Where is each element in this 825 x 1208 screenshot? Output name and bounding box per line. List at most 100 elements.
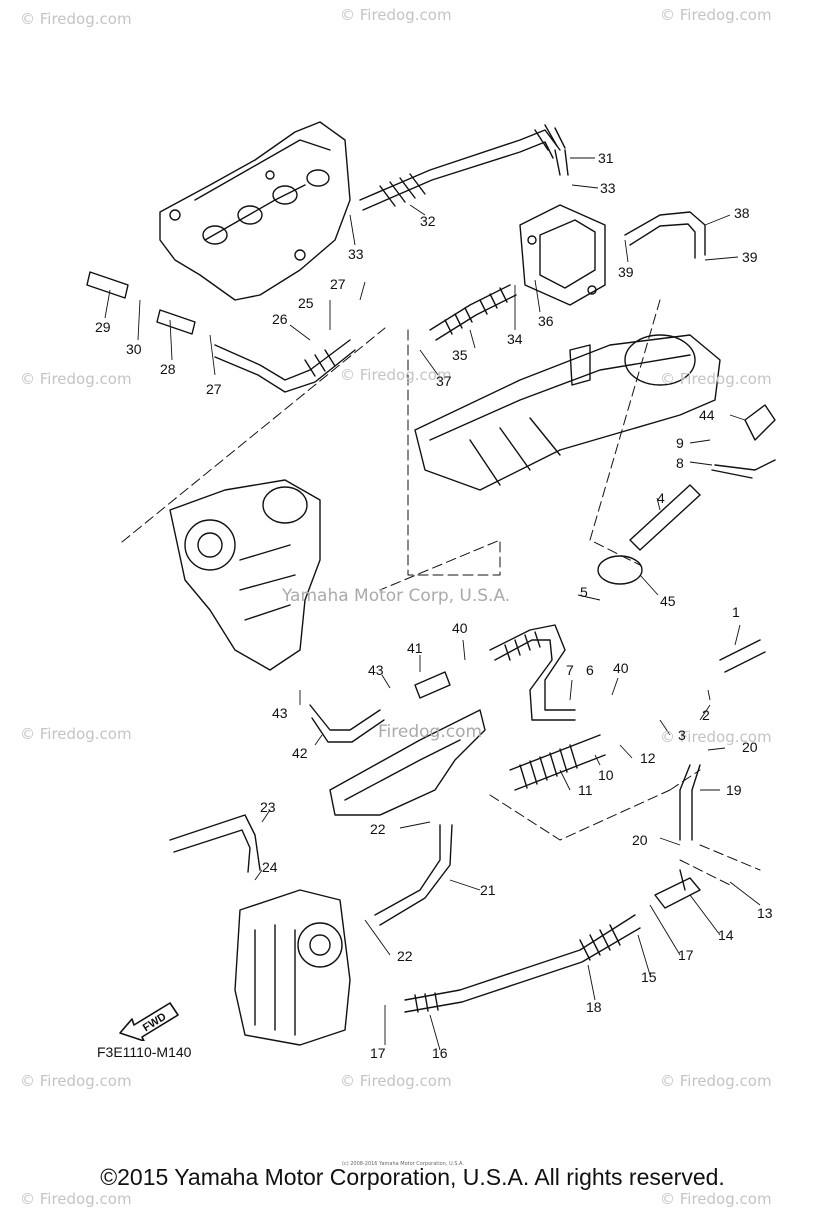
callout-40: 40	[613, 660, 629, 676]
watermark: © Firedog.com	[20, 370, 132, 388]
callout-1: 1	[732, 604, 740, 620]
callout-32: 32	[420, 213, 436, 229]
callout-4: 4	[657, 490, 665, 506]
callout-39: 39	[618, 264, 634, 280]
callout-25: 25	[298, 295, 314, 311]
callout-37: 37	[436, 373, 452, 389]
callout-8: 8	[676, 455, 684, 471]
watermark: © Firedog.com	[340, 366, 452, 384]
fitting-28	[156, 309, 196, 335]
fwd-arrow-icon: FWD	[119, 1002, 179, 1041]
part-4	[629, 484, 701, 551]
watermark: © Firedog.com	[660, 1190, 772, 1208]
callout-14: 14	[718, 927, 734, 943]
callout-44: 44	[699, 407, 715, 423]
callout-10: 10	[598, 767, 614, 783]
watermark: © Firedog.com	[20, 1190, 132, 1208]
leader-lines	[104, 157, 761, 1051]
watermark: © Firedog.com	[340, 1072, 452, 1090]
callout-2: 2	[702, 707, 710, 723]
callout-31: 31	[598, 150, 614, 166]
hose-19	[679, 764, 701, 841]
bracket-36	[519, 204, 606, 306]
callout-9: 9	[676, 435, 684, 451]
callout-22: 22	[397, 948, 413, 964]
hose-1	[719, 639, 766, 673]
callout-35: 35	[452, 347, 468, 363]
callout-22: 22	[370, 821, 386, 837]
hose-21	[374, 824, 453, 926]
callout-11: 11	[578, 782, 593, 798]
callout-19: 19	[726, 782, 742, 798]
callout-17: 17	[370, 1045, 386, 1061]
engine-block	[169, 479, 321, 671]
hose-7	[489, 624, 576, 721]
grommet-45	[597, 555, 643, 585]
callout-40: 40	[452, 620, 468, 636]
part-8	[711, 459, 776, 479]
hose-7-corrugation	[504, 631, 541, 661]
figure-code: F3E1110-M140	[97, 1044, 192, 1060]
callout-27: 27	[206, 381, 222, 397]
callout-3: 3	[678, 727, 686, 743]
hose-26	[214, 339, 356, 393]
watermark: © Firedog.com	[660, 370, 772, 388]
center-watermark: Yamaha Motor Corp, U.S.A.	[282, 586, 511, 606]
callout-33: 33	[348, 246, 364, 262]
watermark: © Firedog.com	[660, 6, 772, 24]
callout-34: 34	[507, 331, 523, 347]
air-box	[414, 334, 721, 491]
hose-42	[309, 704, 385, 743]
callout-12: 12	[640, 750, 656, 766]
callout-20: 20	[742, 739, 758, 755]
hose-35	[429, 284, 517, 341]
part-41	[414, 671, 451, 699]
hose-32	[359, 124, 566, 211]
callout-5: 5	[580, 584, 588, 600]
watermark: © Firedog.com	[660, 728, 772, 746]
callout-21: 21	[480, 882, 496, 898]
hose-11	[509, 734, 606, 791]
callout-43: 43	[368, 662, 384, 678]
fuel-module	[234, 889, 351, 1046]
callout-24: 24	[262, 859, 278, 875]
part-44	[744, 404, 776, 441]
callout-43: 43	[272, 705, 288, 721]
callout-13: 13	[757, 905, 773, 921]
callout-7: 7	[566, 662, 574, 678]
callout-29: 29	[95, 319, 111, 335]
callout-26: 26	[272, 311, 288, 327]
callout-27: 27	[330, 276, 346, 292]
callout-6: 6	[586, 662, 594, 678]
callout-15: 15	[641, 969, 657, 985]
hose-31	[554, 149, 569, 176]
callout-36: 36	[538, 313, 554, 329]
watermark: © Firedog.com	[20, 10, 132, 28]
copyright-footer: ©2015 Yamaha Motor Corporation, U.S.A. A…	[100, 1164, 725, 1190]
throttle-body	[329, 709, 486, 816]
hose-16	[404, 914, 641, 1013]
callout-41: 41	[407, 640, 423, 656]
tee-14	[654, 869, 701, 909]
watermark: © Firedog.com	[340, 6, 452, 24]
callout-42: 42	[292, 745, 308, 761]
callout-30: 30	[126, 341, 142, 357]
tiny-copyright: (c) 2008-2016 Yamaha Motor Corporation, …	[342, 1161, 464, 1167]
callout-16: 16	[432, 1045, 448, 1061]
intake-manifold	[159, 121, 351, 301]
hose-23	[169, 814, 261, 873]
callout-33: 33	[600, 180, 616, 196]
fitting-29	[86, 271, 129, 299]
watermark: © Firedog.com	[20, 725, 132, 743]
watermark: © Firedog.com	[20, 1072, 132, 1090]
callout-20: 20	[632, 832, 648, 848]
watermark: © Firedog.com	[660, 1072, 772, 1090]
hose-38	[624, 211, 706, 259]
leader-box-bottom	[489, 769, 761, 886]
callout-39: 39	[742, 249, 758, 265]
callout-28: 28	[160, 361, 176, 377]
callout-23: 23	[260, 799, 276, 815]
callout-45: 45	[660, 593, 676, 609]
callout-18: 18	[586, 999, 602, 1015]
